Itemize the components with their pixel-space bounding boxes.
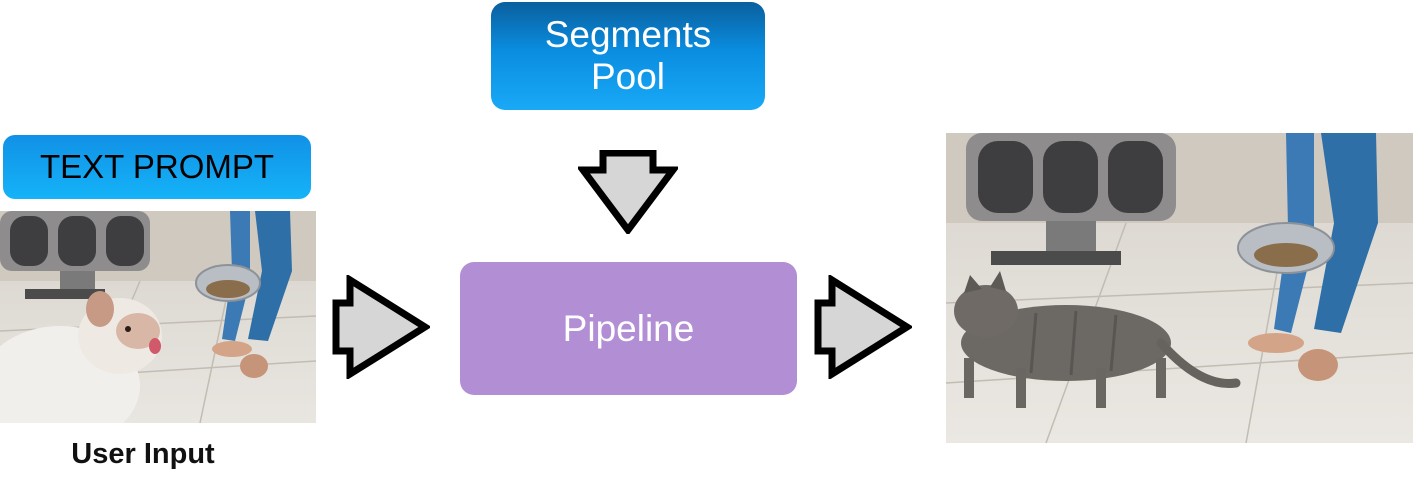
pipeline-label: Pipeline [562, 307, 695, 349]
text-prompt-label: TEXT PROMPT [39, 148, 275, 185]
segments-pool-box: Segments Pool [491, 2, 765, 110]
dog-scene-image [0, 211, 316, 423]
right-arrow-icon [814, 275, 912, 379]
output-photo [946, 133, 1413, 443]
pipeline-box: Pipeline [460, 262, 797, 395]
segments-pool-line1: Segments [544, 14, 712, 55]
user-input-caption: User Input [71, 438, 215, 470]
cat-scene-image [946, 133, 1413, 443]
text-prompt-box: TEXT PROMPT [3, 135, 311, 199]
user-input-photo [0, 211, 316, 423]
segments-pool-line2: Pool [590, 56, 666, 97]
right-arrow-icon [332, 275, 430, 379]
down-arrow-icon [578, 150, 678, 234]
